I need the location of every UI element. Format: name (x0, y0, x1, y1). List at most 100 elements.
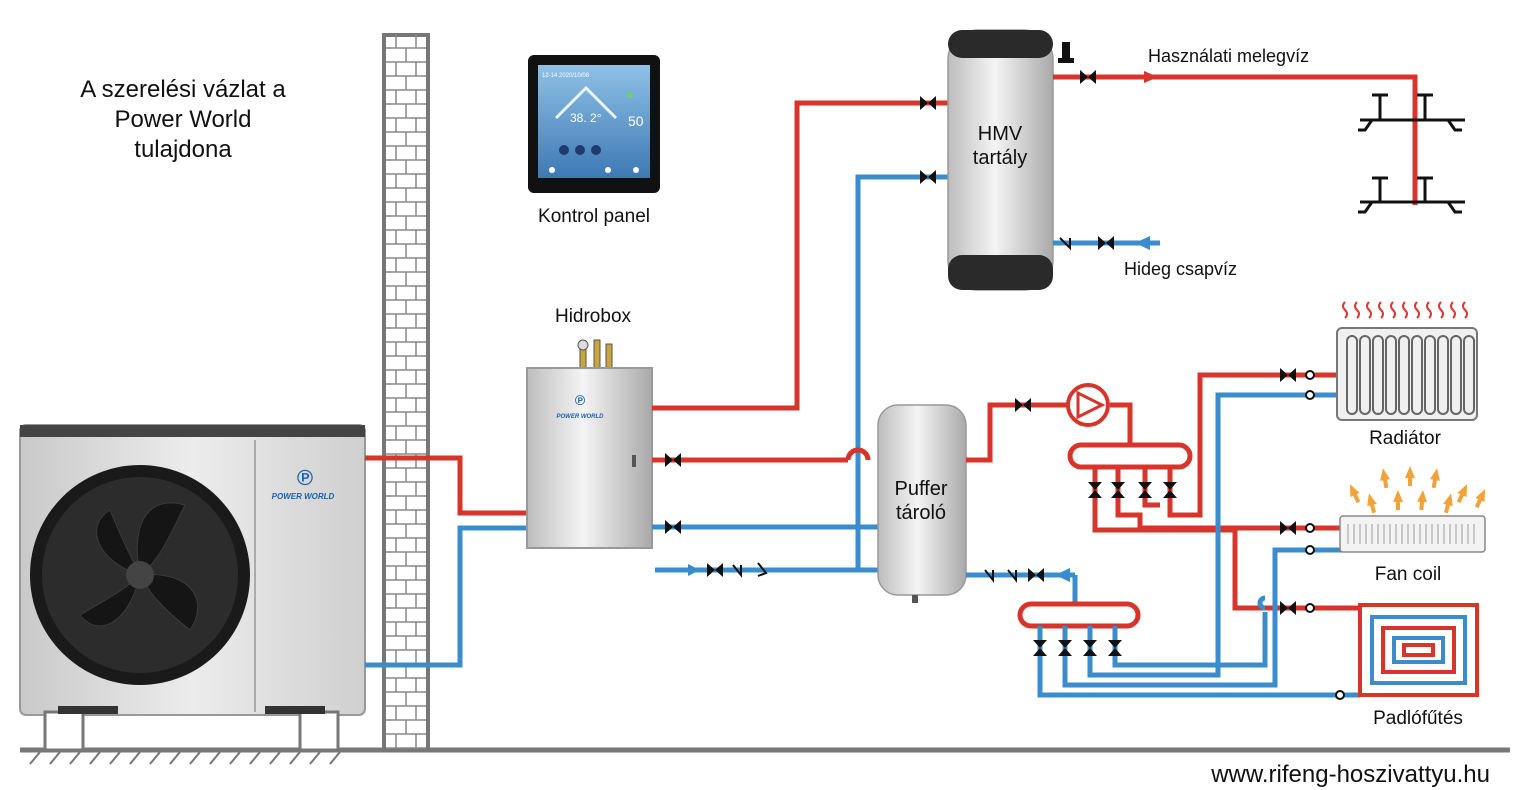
heat-pump-outdoor-unit: ℗ POWER WORLD (19, 424, 366, 752)
valve-icon (1015, 398, 1031, 412)
heat-wave (1342, 301, 1348, 319)
puffer-tank-label-1: Puffer (895, 478, 948, 500)
radiator-fin (1411, 335, 1423, 415)
power-icon (605, 167, 611, 173)
brick-wall (382, 33, 430, 752)
warm-air-arrow (1474, 489, 1486, 509)
title-line-2: Power World (115, 106, 252, 133)
valve-icon (1108, 640, 1122, 656)
radiator-fin (1385, 335, 1397, 415)
warm-air-arrow (1349, 484, 1361, 504)
mode-icon (559, 145, 569, 155)
warm-air-arrow (1405, 466, 1415, 486)
valve-icon (665, 453, 681, 467)
warm-air-arrow (1367, 493, 1377, 514)
radiator-fin (1463, 335, 1475, 415)
warm-air-arrow (1430, 468, 1440, 489)
pipes-outdoor-to-hydrobox (365, 455, 528, 668)
heat-wave (1378, 301, 1384, 319)
back-icon (549, 167, 555, 173)
hydrobox-fittings (577, 339, 613, 369)
ground (20, 747, 1510, 765)
valve-icon (1138, 482, 1152, 498)
fan-coil: Fan coil (1339, 466, 1486, 585)
valve-icon (1280, 521, 1296, 535)
warm-air-arrow (1380, 468, 1390, 489)
puffer-tank-label-2: tároló (896, 502, 946, 524)
heat-waves-icon (1342, 301, 1468, 319)
check-valve-icon (1059, 237, 1071, 251)
heat-pump-brand: POWER WORLD (272, 492, 335, 501)
heat-wave (1450, 301, 1456, 319)
valve-icon (665, 520, 681, 534)
valve-icon (920, 96, 936, 110)
valve-icon (1280, 601, 1296, 615)
heat-wave (1366, 301, 1372, 319)
return-manifold (1017, 601, 1141, 629)
hydrobox-logo-icon: ℗ (575, 392, 585, 408)
check-valve-icon (732, 564, 742, 578)
heat-wave (1354, 301, 1360, 319)
controller-date: 12-14 2020/10/08 (542, 73, 590, 79)
heat-pump-logo: ℗ POWER WORLD (272, 465, 335, 501)
cold-water-label: Hideg csapvíz (1124, 259, 1237, 279)
heat-wave (1426, 301, 1432, 319)
warm-air-arrow (1393, 490, 1403, 510)
valve-icon (1080, 70, 1096, 84)
brand-icon: ℗ (297, 465, 313, 490)
circulation-pump (1066, 383, 1110, 427)
warm-air-arrow (1417, 490, 1427, 511)
hmv-tank-label-2: tartály (973, 147, 1027, 169)
valve-icon (1083, 640, 1097, 656)
puffer-tank: Puffer tároló (877, 404, 967, 603)
warm-air-arrow (1456, 484, 1468, 504)
warm-air-arrows-icon (1349, 466, 1486, 514)
hydrobox-label: Hidrobox (555, 306, 632, 327)
valve-icon (1088, 482, 1102, 498)
settings-icon (591, 145, 601, 155)
radiator-fin (1437, 335, 1449, 415)
check-valve-icon (984, 569, 994, 583)
radiator-label: Radiátor (1369, 428, 1441, 449)
hot-water-label: Használati melegvíz (1148, 46, 1309, 66)
title-block: A szerelési vázlat a Power World tulajdo… (80, 76, 286, 163)
fan-coil-label: Fan coil (1375, 564, 1442, 585)
radiator-fin (1398, 335, 1410, 415)
pipes-hydrobox-to-tanks (652, 100, 948, 576)
warm-air-arrow (1443, 493, 1453, 514)
valve-icon (1098, 236, 1114, 250)
floor-heating-label: Padlófűtés (1373, 708, 1463, 729)
control-panel: 12-14 2020/10/08 38. 2° 50 Kontrol panel (528, 55, 660, 227)
fan-icon (575, 145, 585, 155)
valve-icon (1033, 640, 1047, 656)
tap-icon (1358, 176, 1465, 214)
valve-icon (1280, 368, 1296, 382)
valve-icon (920, 170, 936, 184)
title-line-1: A szerelési vázlat a (80, 76, 286, 103)
heat-wave (1438, 301, 1444, 319)
heating-circuit-pipes (966, 372, 1360, 698)
check-valve-icon (757, 562, 768, 577)
valve-icon (1111, 482, 1125, 498)
control-panel-label: Kontrol panel (538, 206, 650, 227)
radiator-fin (1359, 335, 1371, 415)
heat-wave (1414, 301, 1420, 319)
home-icon (633, 167, 639, 173)
heating-valves (984, 368, 1345, 700)
radiator-fin (1424, 335, 1436, 415)
heat-wave (1462, 301, 1468, 319)
heat-wave (1390, 301, 1396, 319)
hydrobox-brand: POWER WORLD (557, 414, 605, 420)
pump-icon (1076, 390, 1106, 420)
controller-setpoint: 50 (628, 113, 644, 129)
valve-icon (1028, 568, 1044, 582)
hmv-tank: HMV tartály (947, 29, 1054, 291)
check-valve-icon (1007, 569, 1017, 583)
supply-manifold (1067, 442, 1193, 470)
website-url: www.rifeng-hoszivattyu.hu (1210, 761, 1490, 788)
radiator: Radiátor (1336, 301, 1478, 449)
radiator-fin (1450, 335, 1462, 415)
controller-temperature: 38. 2° (570, 111, 602, 125)
hydrobox-valves (665, 96, 936, 578)
floor-heating: Padlófűtés (1358, 603, 1479, 729)
